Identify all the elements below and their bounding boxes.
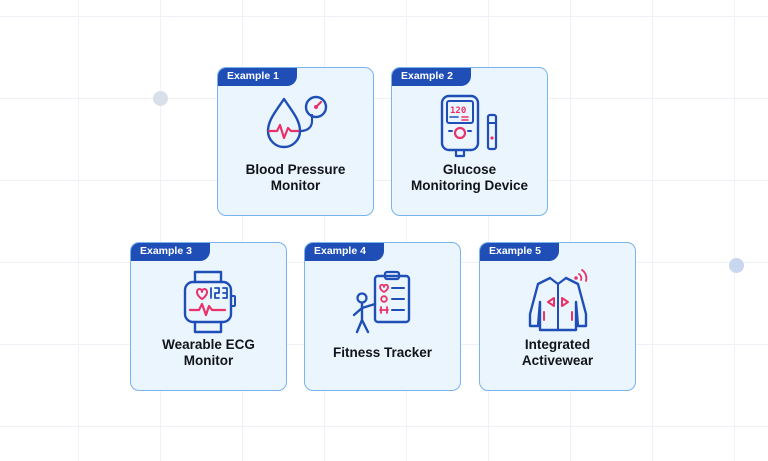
example-title: Blood Pressure Monitor	[245, 162, 346, 193]
example-tag: Example 1	[218, 68, 297, 86]
example-card-4: Example 4 Fitness Tracker	[304, 242, 461, 391]
glucose-meter-icon: 120	[440, 94, 498, 158]
example-title: Glucose Monitoring Device	[410, 162, 528, 193]
example-tag: Example 3	[131, 243, 210, 261]
decorative-dot	[153, 91, 168, 106]
fitness-tracker-icon	[352, 270, 411, 334]
example-card-5: Example 5 Integrated Activewear	[479, 242, 636, 391]
example-tag: Example 2	[392, 68, 471, 86]
glucose-display-value: 120	[450, 106, 466, 116]
decorative-dot	[729, 258, 744, 273]
blood-pressure-icon	[266, 95, 328, 149]
ecg-watch-icon	[183, 270, 236, 334]
example-title: Fitness Tracker	[332, 345, 433, 360]
example-title: Integrated Activewear	[521, 337, 594, 368]
example-card-1: Example 1 Blood Pressure Monitor	[217, 67, 374, 216]
smart-jacket-icon	[528, 269, 588, 332]
example-tag: Example 4	[305, 243, 384, 261]
example-tag: Example 5	[480, 243, 559, 261]
example-card-3: Example 3 Wearable ECG Monitor	[130, 242, 287, 391]
example-card-2: Example 2 120 Glucose Monitoring Device	[391, 67, 548, 216]
example-title: Wearable ECG Monitor	[162, 337, 255, 368]
